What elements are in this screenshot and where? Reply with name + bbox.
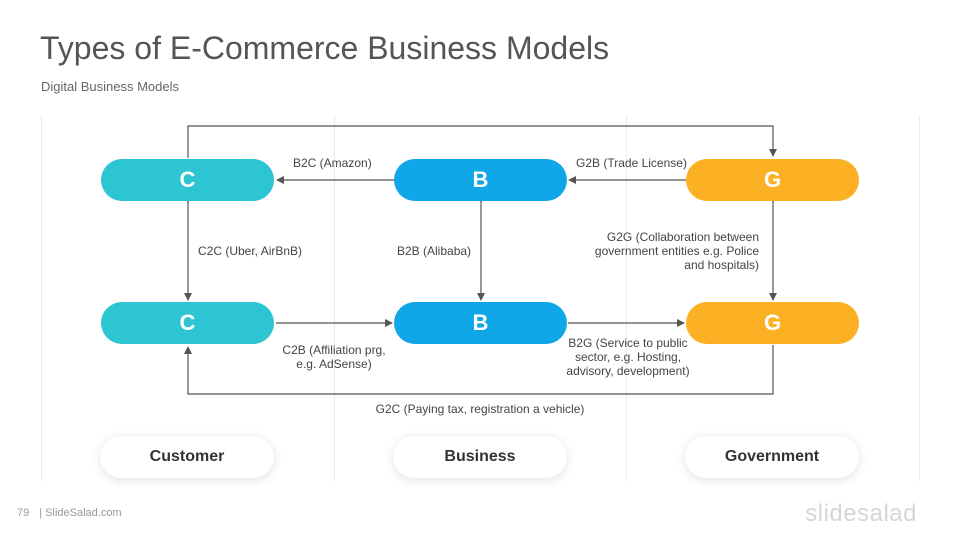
g2g-label-line: government entities e.g. Police [594,244,759,258]
page-number: 79 [17,507,30,519]
c2b-label-line: e.g. AdSense) [296,357,372,371]
government-node-bottom: G [686,302,859,344]
g2g-label-line: and hospitals) [684,258,759,272]
c2c-label: C2C (Uber, AirBnB) [198,244,303,258]
slide-subtitle: Digital Business Models [41,79,180,94]
g2g-label-line: G2G (Collaboration between [606,230,759,244]
brand-logo: slidesalad [805,500,917,527]
b2g-label: B2G (Service to public sector, e.g. Host… [558,336,698,378]
column-divider [626,115,627,481]
business-node-top: B [394,159,567,201]
column-divider [41,115,42,481]
slide-footer: 79 | SlideSalad.com [17,507,122,519]
b2g-label-line: sector, e.g. Hosting, [574,350,682,364]
column-divider [919,115,920,481]
c2g-loop-arrow [187,125,777,158]
customer-node-bottom: C [101,302,274,344]
g2b-label: G2B (Trade License) [576,156,687,170]
b2c-label: B2C (Amazon) [293,156,372,170]
b2g-label-line: advisory, development) [566,364,690,378]
c2b-label: C2B (Affiliation prg, e.g. AdSense) [266,343,402,371]
category-customer: Customer [100,436,274,478]
g2c-label: G2C (Paying tax, registration a vehicle) [375,402,585,416]
government-node-top: G [686,159,859,201]
b2g-label-line: B2G (Service to public [568,336,688,350]
slide-title: Types of E-Commerce Business Models [40,30,610,66]
b2b-label: B2B (Alibaba) [397,244,472,258]
column-divider [334,115,335,481]
category-government: Government [685,436,859,478]
business-node-bottom: B [394,302,567,344]
footer-site: | SlideSalad.com [39,507,122,519]
category-business: Business [393,436,567,478]
g2g-label: G2G (Collaboration between government en… [582,230,759,272]
c2b-label-line: C2B (Affiliation prg, [282,343,386,357]
g2c-loop-arrow [184,345,774,395]
customer-node-top: C [101,159,274,201]
